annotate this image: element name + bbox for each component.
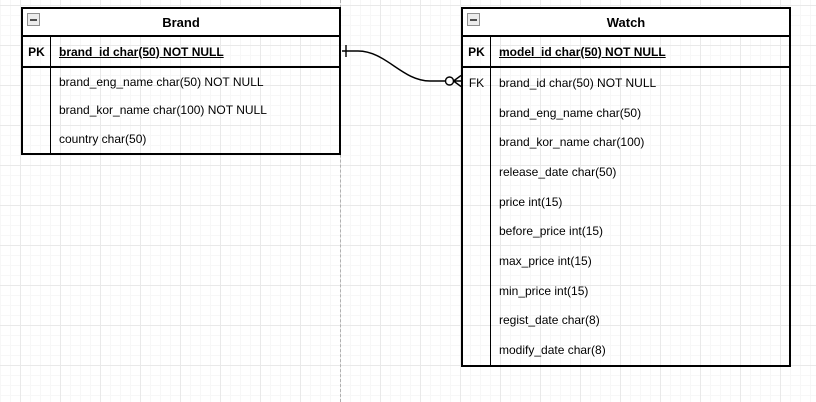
attribute-row[interactable]: brand_eng_name char(50): [463, 97, 789, 128]
attribute-text: country char(50): [59, 131, 147, 146]
key-cell: [463, 157, 491, 187]
key-cell: PK: [23, 37, 51, 66]
attribute-text: price int(15): [499, 194, 563, 209]
attribute-row[interactable]: brand_eng_name char(50) NOT NULL: [23, 68, 339, 97]
zero-circle-marker: [444, 76, 455, 86]
entity-title: Brand: [162, 14, 200, 30]
pk-row[interactable]: PK model_id char(50) NOT NULL: [463, 37, 789, 68]
attribute-text: model_id char(50) NOT NULL: [499, 44, 666, 59]
key-cell: [463, 97, 491, 128]
minus-glyph: [470, 18, 477, 21]
entity-title: Watch: [606, 14, 646, 30]
attribute-text: brand_kor_name char(100): [499, 135, 645, 150]
attribute-row[interactable]: brand_kor_name char(100) NOT NULL: [23, 96, 339, 125]
connector-edge: [342, 50, 445, 82]
key-cell: FK: [463, 68, 491, 98]
collapse-minus-icon[interactable]: [467, 13, 480, 26]
attribute-row[interactable]: min_price int(15): [463, 275, 789, 306]
key-cell: [23, 68, 51, 97]
entity-table-brand[interactable]: Brand PK brand_id char(50) NOT NULL bran…: [21, 7, 341, 155]
key-cell: [463, 305, 491, 336]
key-cell: PK: [463, 37, 491, 66]
collapse-minus-icon[interactable]: [27, 13, 40, 26]
key-cell: [463, 275, 491, 306]
attribute-text: brand_kor_name char(100) NOT NULL: [59, 103, 267, 118]
attribute-row[interactable]: price int(15): [463, 186, 789, 217]
key-cell: [463, 186, 491, 217]
key-cell: [463, 127, 491, 158]
attribute-text: brand_eng_name char(50) NOT NULL: [59, 75, 264, 90]
attribute-row[interactable]: regist_date char(8): [463, 305, 789, 336]
attribute-row[interactable]: max_price int(15): [463, 246, 789, 276]
attribute-text: regist_date char(8): [499, 313, 600, 328]
attribute-text: brand_id char(50) NOT NULL: [499, 75, 657, 90]
key-cell: [23, 96, 51, 125]
pk-row[interactable]: PK brand_id char(50) NOT NULL: [23, 37, 339, 68]
key-cell: [23, 124, 51, 153]
attribute-row[interactable]: country char(50): [23, 124, 339, 153]
attribute-row[interactable]: release_date char(50): [463, 157, 789, 187]
minus-glyph: [30, 18, 37, 21]
key-cell: [463, 216, 491, 247]
key-cell: [463, 335, 491, 366]
attribute-row[interactable]: before_price int(15): [463, 216, 789, 247]
attribute-text: max_price int(15): [499, 254, 592, 269]
key-cell: [463, 246, 491, 276]
attribute-text: brand_eng_name char(50): [499, 105, 642, 120]
attribute-text: modify_date char(8): [499, 343, 606, 358]
attribute-row[interactable]: modify_date char(8): [463, 335, 789, 366]
entity-title-row: Watch: [463, 9, 789, 37]
attribute-text: brand_id char(50) NOT NULL: [59, 44, 224, 59]
attribute-text: min_price int(15): [499, 283, 589, 298]
entity-title-row: Brand: [23, 9, 339, 37]
fk-row[interactable]: FK brand_id char(50) NOT NULL: [463, 68, 789, 98]
attribute-row[interactable]: brand_kor_name char(100): [463, 127, 789, 158]
page-break-line: [340, 0, 341, 402]
entity-table-watch[interactable]: Watch PK model_id char(50) NOT NULL FK b…: [461, 7, 791, 367]
attribute-text: release_date char(50): [499, 164, 617, 179]
crowsfoot-marker: [453, 74, 462, 88]
attribute-text: before_price int(15): [499, 224, 604, 239]
